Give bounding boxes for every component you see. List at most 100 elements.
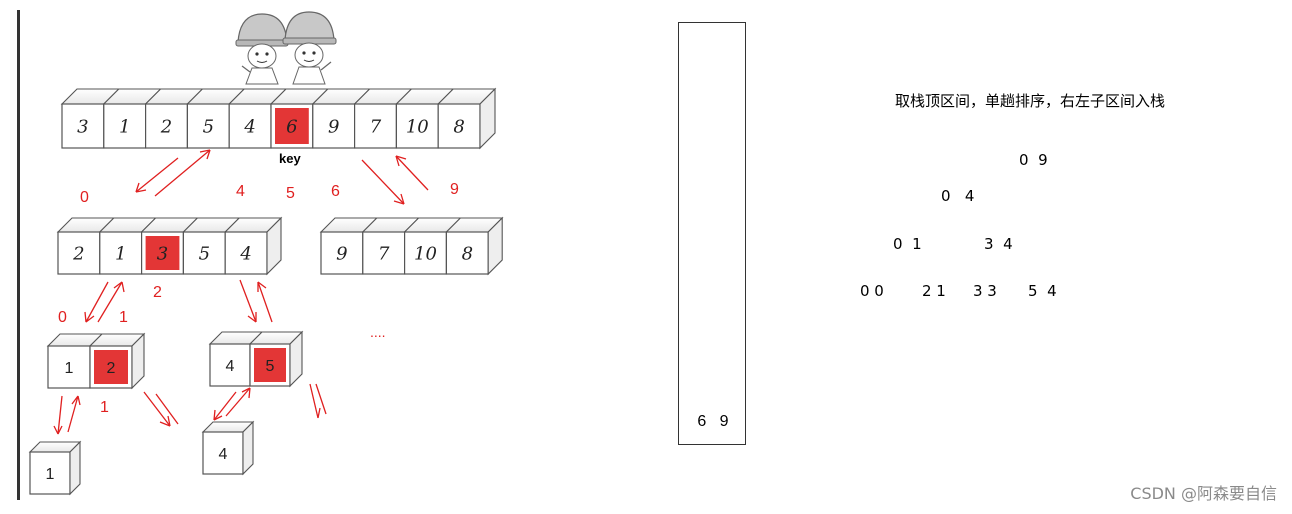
arrow-up-left-3 <box>67 395 79 433</box>
array-cell-value: 2 <box>107 360 116 377</box>
array-cell-value: 9 <box>336 243 347 264</box>
array-cell: 10 <box>395 88 455 149</box>
array-cell: 7 <box>353 88 413 149</box>
arrow-down-left-4 <box>213 391 237 421</box>
row2-left-array: 2 1 3 5 4 <box>56 216 283 276</box>
tree-row3-left: 0 1 <box>893 235 922 253</box>
array-side-face <box>289 330 303 388</box>
array-cell: 8 <box>445 217 504 275</box>
tree-row4-item-1: 2 1 <box>922 282 946 300</box>
array-cell-value: 10 <box>406 116 429 137</box>
array-side-face <box>266 216 282 276</box>
stack-item-0: 6 9 <box>697 413 729 430</box>
row2-right-array: 9 7 10 8 <box>319 216 504 276</box>
array-side-face <box>131 332 145 390</box>
array-cell-value: 1 <box>115 243 126 264</box>
arrow-up-left-2 <box>97 281 123 323</box>
arrow-down-left-1 <box>135 157 179 193</box>
array-cell-value: 5 <box>199 243 210 264</box>
index-label-6: 6 <box>331 183 340 200</box>
array-cell: 4 <box>223 217 283 275</box>
array-cell: 6 <box>269 88 330 149</box>
array-side-face <box>69 440 81 496</box>
array-cell: 1 <box>102 88 162 149</box>
watermark: CSDN @阿森要自信 <box>1130 484 1277 503</box>
array-cell-value: 4 <box>239 243 251 264</box>
row4-right-array: 4 <box>201 420 255 476</box>
array-cell-value: 2 <box>72 243 84 264</box>
array-cell: 4 <box>227 88 288 149</box>
key-label: key <box>279 151 301 166</box>
array-cell: 4 <box>208 331 264 387</box>
array-cell-value: 8 <box>453 116 464 137</box>
ellipsis-label: .... <box>370 324 386 340</box>
index-label-9: 9 <box>450 181 459 198</box>
notes-title: 取栈顶区间，单趟排序，右左子区间入栈 <box>895 92 1166 110</box>
index-label-4: 4 <box>236 183 245 200</box>
robot-right-icon <box>282 11 337 85</box>
left-border-line <box>17 10 20 500</box>
array-cell-value: 7 <box>370 116 382 137</box>
row4-left-array: 1 <box>28 440 82 496</box>
array-cell-value: 4 <box>243 116 255 137</box>
array-cell-value: 6 <box>286 116 297 137</box>
tree-row2: 0 4 <box>941 187 975 205</box>
array-side-face <box>487 216 503 276</box>
array-cell: 5 <box>186 88 246 149</box>
index-label-0: 0 <box>80 189 89 206</box>
array-cell: 2 <box>88 333 146 389</box>
array-cell-value: 10 <box>414 243 437 264</box>
array-cell-value: 4 <box>226 358 235 375</box>
arrow-down-left-3 <box>57 395 63 435</box>
array-cell-value: 7 <box>378 243 390 264</box>
array-cell-value: 5 <box>266 358 275 375</box>
array-cell-value: 3 <box>77 116 88 137</box>
index-label-row2-pivot: 2 <box>153 284 162 301</box>
array-cell-value: 5 <box>203 116 214 137</box>
array-cell: 3 <box>140 217 199 275</box>
arrow-up-right-1 <box>395 155 429 191</box>
partition-arrows <box>53 149 429 435</box>
array-cell-value: 4 <box>219 446 228 463</box>
array-cell-value: 9 <box>328 116 339 137</box>
tree-row1: 0 9 <box>1019 151 1048 169</box>
arrow-up-right-4 <box>315 383 327 415</box>
arrow-up-left-1 <box>154 149 211 197</box>
array-cell-value: 1 <box>119 116 130 137</box>
index-label-row3-0: 0 <box>58 309 67 326</box>
tree-row4-item-3: 5 4 <box>1028 282 1057 300</box>
array-cell-value: 1 <box>46 466 55 483</box>
arrow-down-right-1 <box>361 159 405 205</box>
arrow-up-left-4 <box>225 387 251 417</box>
array-cell: 1 <box>46 333 104 389</box>
row1-array: 3 1 2 5 4 6 9 7 10 8 <box>60 87 497 150</box>
array-cell: 10 <box>403 217 462 275</box>
arrow-down-left-2 <box>85 281 109 323</box>
array-side-face <box>242 420 254 476</box>
array-cell-value: 3 <box>157 243 168 264</box>
tree-row4-item-0: 0 0 <box>860 282 884 300</box>
robot-left-icon <box>235 13 289 85</box>
arrow-up-right-2 <box>257 281 273 323</box>
arrow-down-right-3 <box>143 391 171 427</box>
array-cell: 5 <box>248 331 304 387</box>
index-label-row3-1: 1 <box>119 309 128 326</box>
array-cell: 8 <box>436 88 497 149</box>
arrow-down-right-2 <box>239 279 257 323</box>
index-label-row3-pivot: 1 <box>100 399 109 416</box>
tree-row4-item-2: 3 3 <box>973 282 997 300</box>
array-cell: 9 <box>311 88 371 149</box>
array-cell: 1 <box>98 217 157 275</box>
array-cell: 2 <box>144 88 204 149</box>
array-cell: 2 <box>56 217 116 275</box>
stack-box: 6 9 <box>678 22 746 445</box>
array-cell: 7 <box>361 217 420 275</box>
arrow-up-right-3 <box>155 393 179 425</box>
arrow-down-right-4 <box>309 383 319 419</box>
array-cell-value: 2 <box>160 116 172 137</box>
array-side-face <box>479 87 496 150</box>
